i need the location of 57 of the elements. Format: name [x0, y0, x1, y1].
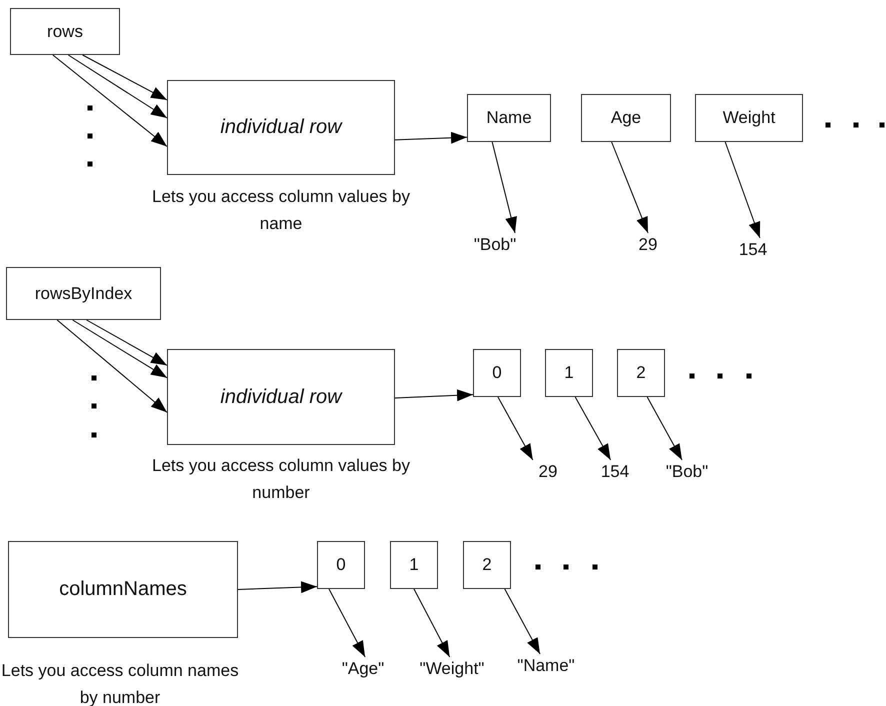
- value-text: "Bob": [470, 233, 520, 257]
- box-label: Age: [610, 108, 642, 128]
- box-label: 2: [636, 363, 646, 383]
- value-text: "Bob": [662, 460, 712, 484]
- description-text: Lets you access column values by number: [151, 455, 411, 504]
- value-text: "Name": [516, 654, 576, 678]
- arrow: [646, 396, 682, 460]
- box-label: 2: [482, 555, 492, 575]
- label-box: [6, 267, 161, 320]
- arrow: [52, 54, 168, 147]
- arrow: [328, 588, 366, 658]
- arrow: [504, 588, 540, 654]
- box-label: individual row: [220, 116, 342, 139]
- arrow: [497, 396, 534, 460]
- value-text: "Weight": [413, 657, 491, 681]
- label-box: [390, 541, 438, 589]
- label-box: [473, 349, 521, 397]
- arrow: [238, 581, 318, 594]
- description-text: Lets you access column values by name: [151, 186, 411, 235]
- arrow: [56, 320, 168, 413]
- label-box: [10, 8, 120, 55]
- box-label: Name: [486, 108, 532, 128]
- arrow: [724, 142, 760, 238]
- arrow: [72, 320, 168, 378]
- value-text: 154: [730, 238, 776, 262]
- box-label: individual row: [220, 386, 342, 408]
- label-box: [167, 349, 395, 445]
- arrow: [394, 132, 468, 144]
- label-box: [467, 94, 551, 142]
- value-text: 29: [528, 460, 568, 484]
- box-label: rowsByIndex: [34, 284, 132, 304]
- label-box: [545, 349, 593, 397]
- label-box: [317, 541, 365, 589]
- arrow: [82, 54, 168, 100]
- box-label: columnNames: [59, 578, 187, 601]
- value-text: "Age": [337, 657, 389, 681]
- label-box: [167, 80, 395, 175]
- arrow: [574, 396, 612, 460]
- arrow: [68, 54, 168, 118]
- label-box: [463, 541, 511, 589]
- box-label: 0: [336, 555, 346, 575]
- box-label: rows: [47, 22, 83, 42]
- box-label: 0: [492, 363, 502, 383]
- box-label: 1: [564, 363, 574, 383]
- arrow: [394, 389, 474, 402]
- box-label: 1: [409, 555, 419, 575]
- label-box: [581, 94, 671, 142]
- label-box: [617, 349, 665, 397]
- box-label: Weight: [722, 108, 776, 128]
- label-box: [8, 541, 238, 638]
- arrow: [611, 142, 648, 234]
- value-text: 154: [593, 460, 637, 484]
- arrow: [86, 320, 168, 366]
- arrow: [492, 142, 517, 234]
- label-box: [695, 94, 803, 142]
- arrow: [414, 588, 450, 658]
- value-text: 29: [628, 233, 668, 257]
